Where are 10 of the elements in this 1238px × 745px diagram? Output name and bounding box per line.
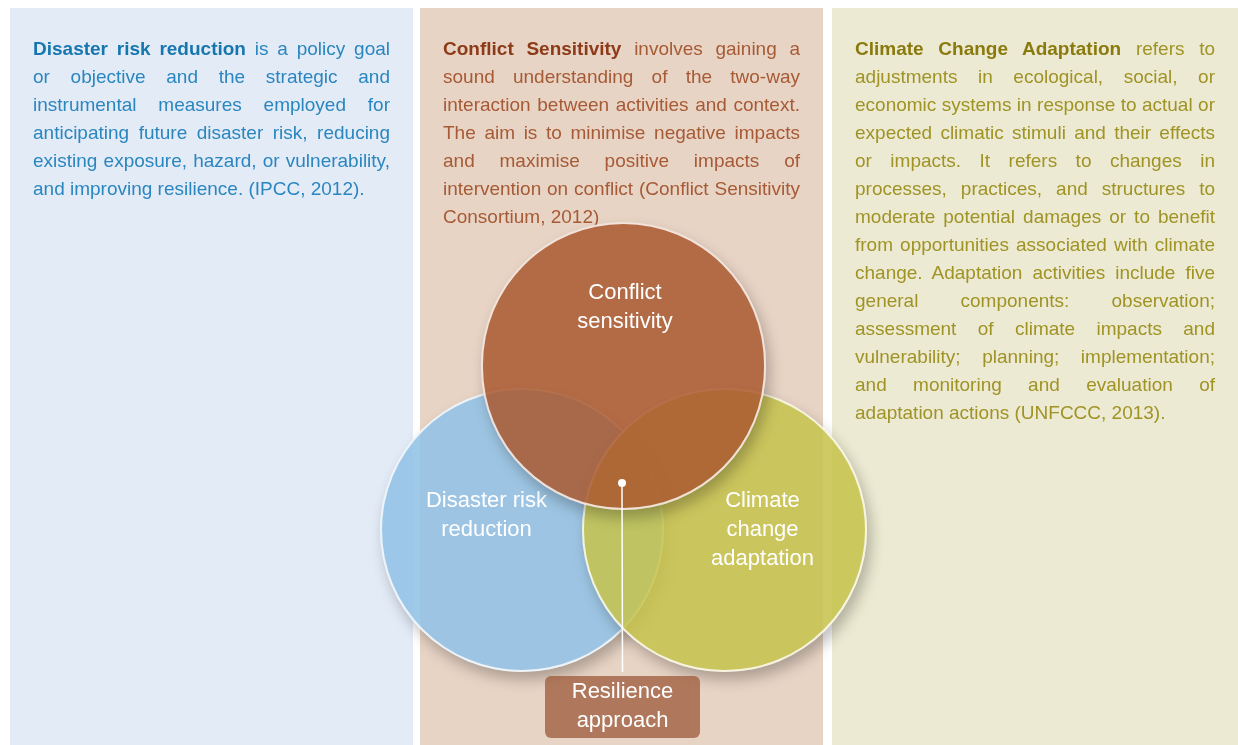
circle-label: Climate change adaptation xyxy=(710,486,815,572)
circle-label: Conflict sensitivity xyxy=(576,278,674,335)
definition-panel xyxy=(10,8,413,745)
definition-text: Disaster risk reduction is a policy goal or objective and the strategic and instrumental measures employed for anticipating future disaster risk, reducing existing exposure, hazard, or vulnerability, and improving resilience. (IPCC, 2012). xyxy=(33,37,390,201)
circle-label: Disaster risk reduction xyxy=(425,486,548,543)
definition-text: Conflict Sensitivity involves gaining a sound understanding of the two-way interaction between activities and context. The aim is to minimise negative impacts and maximise positive impacts of intervention on conflict (Conflict Sensitivity Consortium, 2012) xyxy=(443,37,800,229)
definition-text: Climate Change Adaptation refers to adjustments in ecological, social, or economic systems in response to actual or expected climatic stimuli and their effects or impacts. It refers to changes in processes, practices, and structures to moderate potential damages or to benefit from opportunities associated with climate change. Adaptation activities include five general components: observation; assessment of climate impacts and vulnerability; planning; implementation; and monitoring and evaluation of adaptation actions (UNFCCC, 2013). xyxy=(855,37,1215,425)
definition-panel xyxy=(832,8,1238,745)
callout-label: Resilience approach xyxy=(545,676,700,738)
leader-line xyxy=(621,486,624,673)
